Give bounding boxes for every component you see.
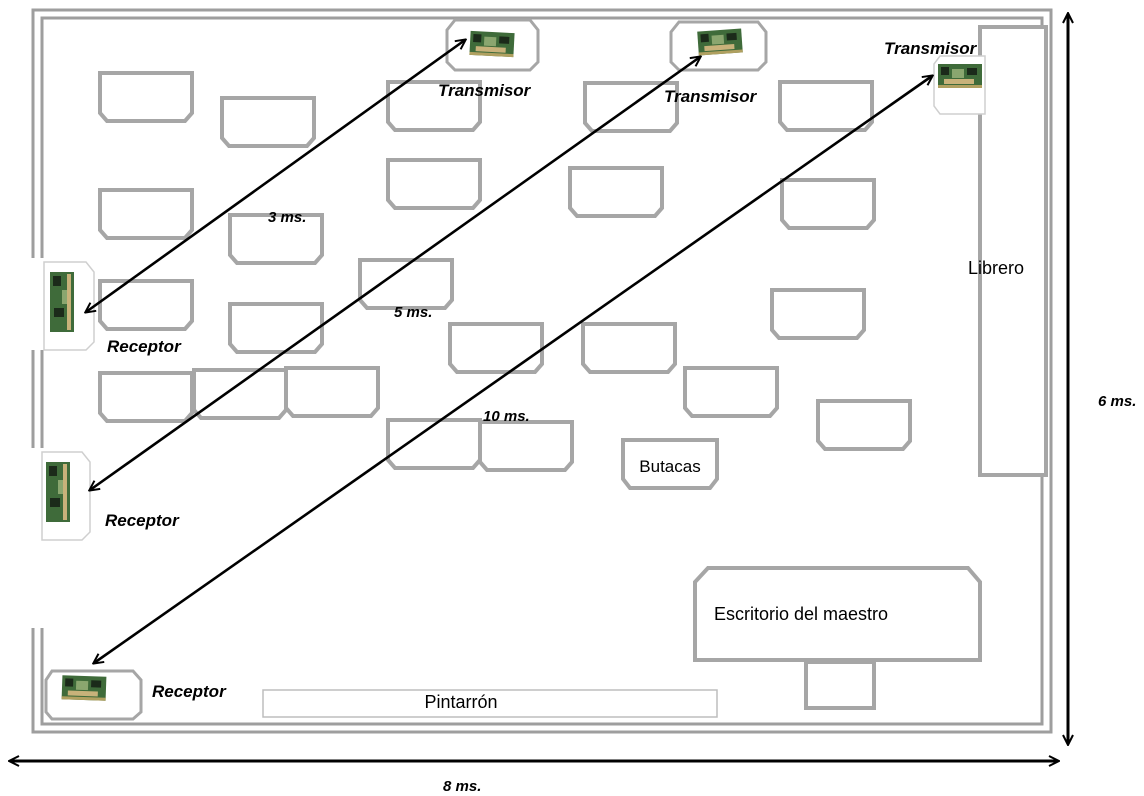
transmitter-label-3: Transmisor [884, 39, 978, 58]
teacher-desk-label: Escritorio del maestro [714, 604, 888, 624]
student-desk [192, 368, 288, 420]
student-desk [448, 322, 544, 374]
student-desk [478, 420, 574, 472]
receiver-3 [44, 669, 143, 721]
receiver-label-3: Receptor [152, 682, 227, 701]
student-desk [683, 366, 779, 418]
link-label-5ms: 5 ms. [394, 304, 432, 321]
student-desk [284, 366, 380, 418]
whiteboard: Pintarrón [262, 689, 718, 718]
student-desk [778, 80, 874, 132]
width-label: 8 ms. [443, 778, 481, 795]
link-arrow-10ms [94, 76, 932, 663]
student-desk [386, 418, 482, 470]
student-desk [770, 288, 866, 340]
student-desk [98, 279, 194, 331]
student-desk [98, 371, 194, 423]
student-desk [780, 178, 876, 230]
receiver-2 [41, 451, 91, 541]
teacher-desk: Escritorio del maestro [693, 566, 982, 710]
bookshelf: Librero [968, 25, 1048, 477]
receiver-1 [43, 261, 95, 351]
student-desk [386, 158, 482, 210]
student-desk [220, 96, 316, 148]
transmitter-label-2: Transmisor [664, 87, 758, 106]
teacher-chair [804, 660, 876, 710]
student-desk [568, 166, 664, 218]
height-label: 6 ms. [1098, 393, 1136, 410]
student-desk [98, 71, 194, 123]
transmitter-1 [445, 18, 540, 72]
student-desk [581, 322, 677, 374]
seats-label: Butacas [639, 457, 700, 476]
link-label-3ms: 3 ms. [268, 209, 306, 226]
receiver-label-1: Receptor [107, 337, 182, 356]
transmitter-label-1: Transmisor [438, 81, 532, 100]
student-desk [816, 399, 912, 451]
transmitter-2 [669, 20, 768, 72]
bookshelf-label: Librero [968, 258, 1024, 278]
receiver-label-2: Receptor [105, 511, 180, 530]
whiteboard-label: Pintarrón [424, 692, 497, 712]
student-desk [98, 188, 194, 240]
link-arrows [86, 40, 932, 663]
link-label-10ms: 10 ms. [483, 408, 530, 425]
student-desk [228, 302, 324, 354]
transmitter-3 [933, 55, 986, 115]
dimension-arrows [10, 14, 1068, 761]
seats-label-box: Butacas [621, 438, 719, 490]
